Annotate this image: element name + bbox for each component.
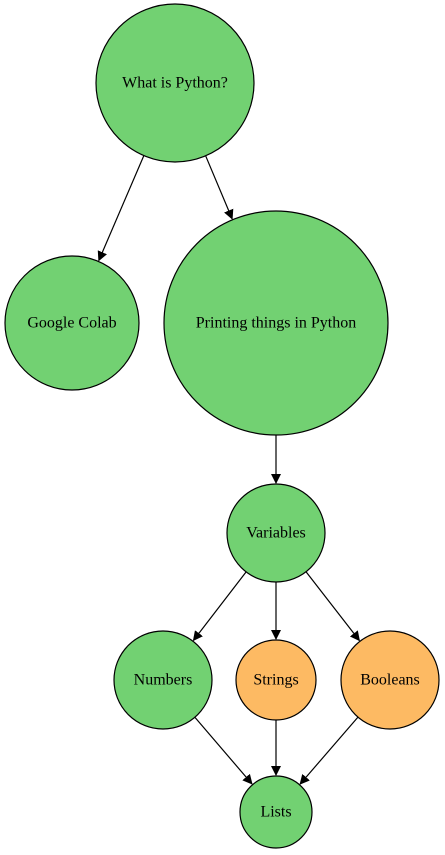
node-circle-what-is-python (95, 3, 255, 163)
edge-what-is-python-to-google-colab (97, 155, 145, 262)
node-booleans: Booleans (340, 630, 440, 730)
node-variables: Variables (226, 483, 326, 583)
edge-variables-to-booleans (305, 571, 360, 642)
node-label-variables: Variables (246, 525, 306, 542)
edge-variables-to-numbers (192, 571, 247, 642)
edge-booleans-to-lists (299, 716, 359, 785)
node-strings: Strings (235, 639, 317, 721)
node-lists: Lists (239, 775, 313, 849)
node-label-strings: Strings (253, 672, 298, 689)
node-circle-lists (239, 775, 313, 849)
node-circle-strings (235, 639, 317, 721)
node-circle-booleans (340, 630, 440, 730)
nodes-layer: What is Python? Google Colab Printing thin… (4, 3, 440, 849)
node-circle-printing-things-in-python (163, 210, 389, 436)
edge-what-is-python-to-printing (205, 155, 234, 220)
node-circle-google-colab (4, 255, 140, 391)
node-what-is-python: What is Python? (95, 3, 255, 163)
node-numbers: Numbers (113, 630, 213, 730)
node-google-colab: Google Colab (4, 255, 140, 391)
node-label-google-colab: Google Colab (27, 315, 116, 332)
node-label-booleans: Booleans (360, 672, 420, 689)
node-label-lists: Lists (260, 804, 291, 821)
node-label-numbers: Numbers (134, 672, 193, 689)
node-label-printing-things-in-python: Printing things in Python (196, 315, 356, 332)
node-circle-variables (226, 483, 326, 583)
node-circle-numbers (113, 630, 213, 730)
edge-numbers-to-lists (194, 716, 253, 785)
node-printing-things-in-python: Printing things in Python (163, 210, 389, 436)
node-label-what-is-python: What is Python? (122, 75, 228, 92)
edges-layer (97, 155, 360, 785)
